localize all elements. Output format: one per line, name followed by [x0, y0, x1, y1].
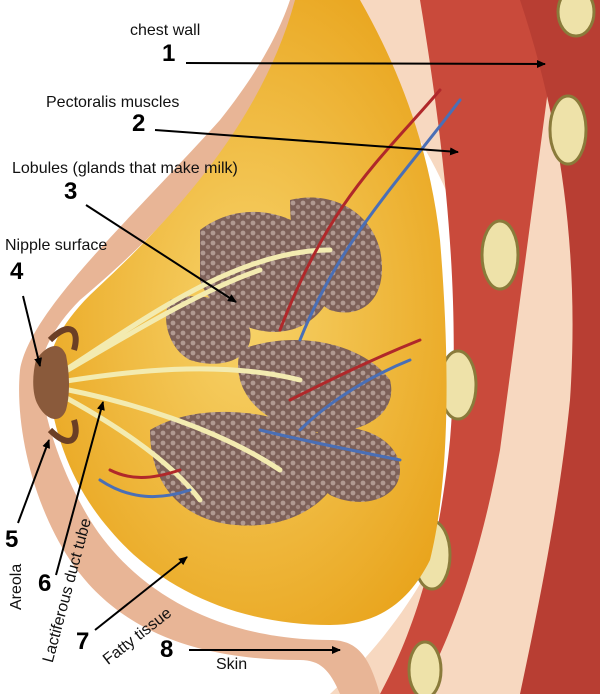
lactiferous-ducts — [39, 247, 333, 503]
label-arrows — [17, 59, 546, 654]
label-number-4: 4 — [10, 258, 24, 285]
pectoralis-muscle-band — [380, 0, 560, 694]
areola — [47, 326, 79, 444]
label-number-6: 6 — [38, 570, 52, 597]
nipple — [33, 345, 69, 420]
label-nipple-surface: Nipple surface — [5, 237, 108, 254]
label-number-3: 3 — [64, 178, 78, 205]
label-number-2: 2 — [132, 110, 146, 137]
blood-vessels — [98, 88, 462, 499]
label-number-1: 1 — [162, 40, 176, 67]
label-pectoralis-muscles: Pectoralis muscles — [46, 94, 180, 111]
label-lobules: Lobules (glands that make milk) — [12, 160, 238, 177]
label-number-8: 8 — [160, 636, 174, 663]
label-number-5: 5 — [5, 526, 19, 553]
label-number-7: 7 — [76, 628, 90, 655]
label-chest-wall: chest wall — [130, 22, 201, 39]
outer-muscle-band — [520, 0, 600, 694]
label-areola: Areola — [8, 563, 25, 610]
label-skin: Skin — [216, 656, 248, 673]
